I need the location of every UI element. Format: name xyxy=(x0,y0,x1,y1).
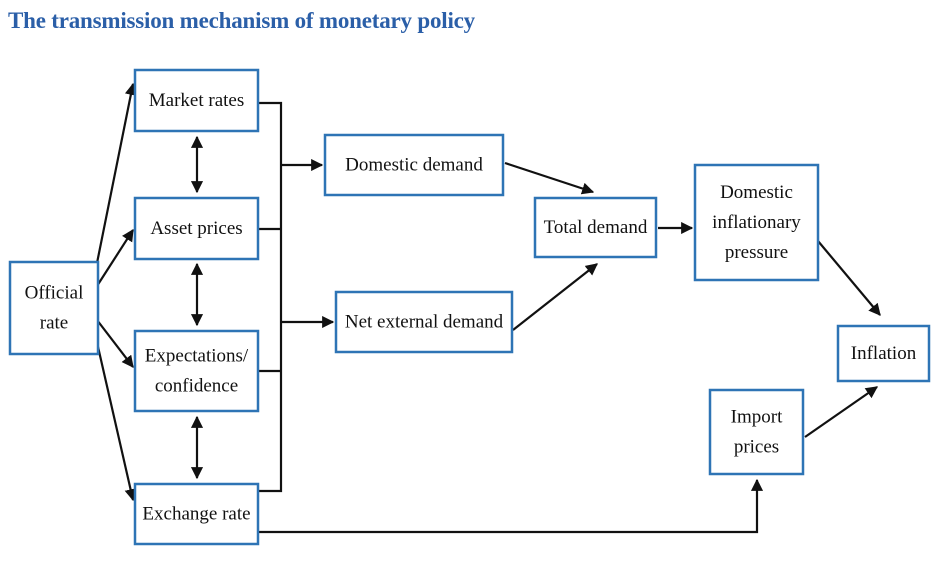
node-label: Total demand xyxy=(544,217,648,238)
node-inflation: Inflation xyxy=(836,324,931,383)
node-market-rates: Market rates xyxy=(133,68,260,133)
node-label: inflationary xyxy=(712,212,801,233)
node-box xyxy=(334,290,514,354)
node-label: prices xyxy=(734,437,779,458)
node-label: Inflation xyxy=(851,343,917,364)
node-expectations: Expectations/confidence xyxy=(133,329,260,413)
node-box xyxy=(836,324,931,383)
edge-official-to-expectations xyxy=(96,319,134,368)
edge-official-to-market-rates xyxy=(94,82,137,269)
node-box xyxy=(693,163,820,282)
node-label: Net external demand xyxy=(345,312,504,333)
node-label: rate xyxy=(40,313,68,334)
node-label: Asset prices xyxy=(150,218,242,239)
edge-exchange-to-import-prices xyxy=(258,478,764,534)
node-total-demand: Total demand xyxy=(533,196,658,259)
node-label: Domestic demand xyxy=(345,155,483,176)
node-box xyxy=(8,260,100,356)
node-official-rate: Official rate xyxy=(8,260,100,356)
node-label: Exchange rate xyxy=(142,504,250,525)
node-exchange-rate: Exchange rate xyxy=(133,482,260,546)
node-label: Official xyxy=(25,283,84,304)
edges-layer xyxy=(94,82,881,534)
node-box xyxy=(133,196,260,261)
edge-import-to-inflation xyxy=(804,386,878,438)
node-box xyxy=(133,68,260,133)
node-box xyxy=(133,482,260,546)
node-import-prices: Import prices xyxy=(708,388,805,476)
node-label: pressure xyxy=(725,242,788,263)
node-label: Market rates xyxy=(149,90,244,111)
edge-domestic-to-total-demand xyxy=(504,161,595,195)
edge-official-to-exchange-rate xyxy=(94,337,137,502)
node-asset-prices: Asset prices xyxy=(133,196,260,261)
node-label: Expectations/ xyxy=(145,346,249,367)
edge-official-to-asset-prices xyxy=(96,228,134,287)
edge-pressure-to-inflation xyxy=(817,240,881,316)
edge-net-external-to-total-demand xyxy=(512,263,598,331)
node-domestic-inflationary-pressure: Domestic inflationary pressure xyxy=(693,163,820,282)
diagram-title: The transmission mechanism of monetary p… xyxy=(8,8,475,33)
node-domestic-demand: Domestic demand xyxy=(323,133,505,197)
node-box xyxy=(323,133,505,197)
node-net-external-demand: Net external demand xyxy=(334,290,514,354)
node-box xyxy=(533,196,658,259)
node-label: Import xyxy=(731,407,783,428)
node-label: Domestic xyxy=(720,182,793,203)
node-label: confidence xyxy=(155,376,238,397)
node-box xyxy=(133,329,260,413)
node-box xyxy=(708,388,805,476)
edge-left-column-bracket xyxy=(258,101,283,493)
